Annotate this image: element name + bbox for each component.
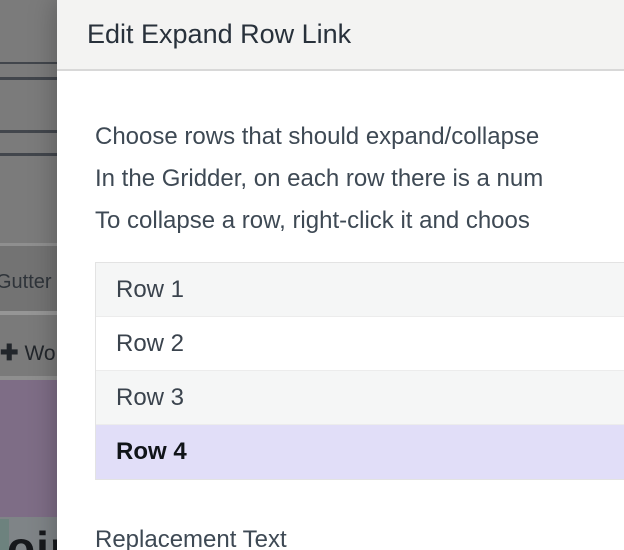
edit-expand-row-link-dialog: Edit Expand Row Link Choose rows that sh… bbox=[57, 0, 624, 550]
list-item-row-1[interactable]: Row 1 bbox=[96, 263, 624, 317]
list-item-row-4-selected[interactable]: Row 4 bbox=[96, 425, 624, 479]
plus-icon: ✚ bbox=[0, 340, 19, 365]
gutter-label: Gutter bbox=[0, 271, 52, 293]
description-line: Choose rows that should expand/collapse bbox=[95, 123, 540, 150]
dialog-description: Choose rows that should expand/collapse … bbox=[95, 116, 543, 242]
description-line: To collapse a row, right-click it and ch… bbox=[95, 207, 530, 234]
add-work-button: ✚Wo bbox=[0, 340, 56, 366]
dialog-title: Edit Expand Row Link bbox=[87, 19, 352, 49]
background-teal-chip bbox=[0, 519, 9, 550]
list-item-row-2[interactable]: Row 2 bbox=[96, 317, 624, 371]
row-select-list: Row 1 Row 2 Row 3 Row 4 bbox=[95, 262, 624, 480]
add-work-button-label: Wo bbox=[24, 342, 56, 365]
dialog-header: Edit Expand Row Link bbox=[57, 0, 624, 71]
replacement-text-label: Replacement Text bbox=[95, 526, 287, 550]
list-item-row-3[interactable]: Row 3 bbox=[96, 371, 624, 425]
description-line: In the Gridder, on each row there is a n… bbox=[95, 165, 544, 192]
